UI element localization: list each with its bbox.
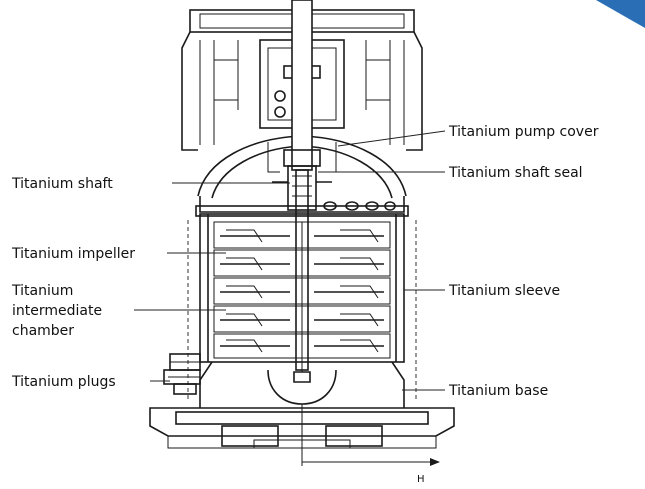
stage-3 [213,277,391,305]
label-plugs: Titanium plugs [11,374,116,390]
stage-4 [213,305,391,333]
label-sleeve: Titanium sleeve [448,283,560,299]
cover-holes [323,201,396,211]
plugs [163,353,201,395]
impeller-stack [213,221,391,359]
label-pump-cover: Titanium pump cover [448,124,599,140]
label-base: Titanium base [448,383,548,399]
label-intermediate-chamber-line-2: intermediate [12,303,102,319]
corner-accent [596,0,645,28]
label-shaft-seal: Titanium shaft seal [448,165,583,181]
stage-1 [213,221,391,249]
stage-5 [213,333,391,359]
dimension-h-label: H [417,474,425,485]
label-intermediate-chamber-line-1: Titanium [11,283,73,299]
leader-pump-cover [337,130,446,147]
stage-2 [213,249,391,277]
leader-lines [134,130,446,391]
pump-drawing: H [149,0,455,485]
shaft-seal [272,149,332,211]
labels: Titanium pump cover Titanium shaft seal … [11,124,599,399]
label-impeller: Titanium impeller [11,246,135,262]
shaft [291,0,313,372]
dimension-h: H [301,404,440,485]
label-shaft: Titanium shaft [11,176,113,192]
label-intermediate-chamber-line-3: chamber [12,323,74,339]
